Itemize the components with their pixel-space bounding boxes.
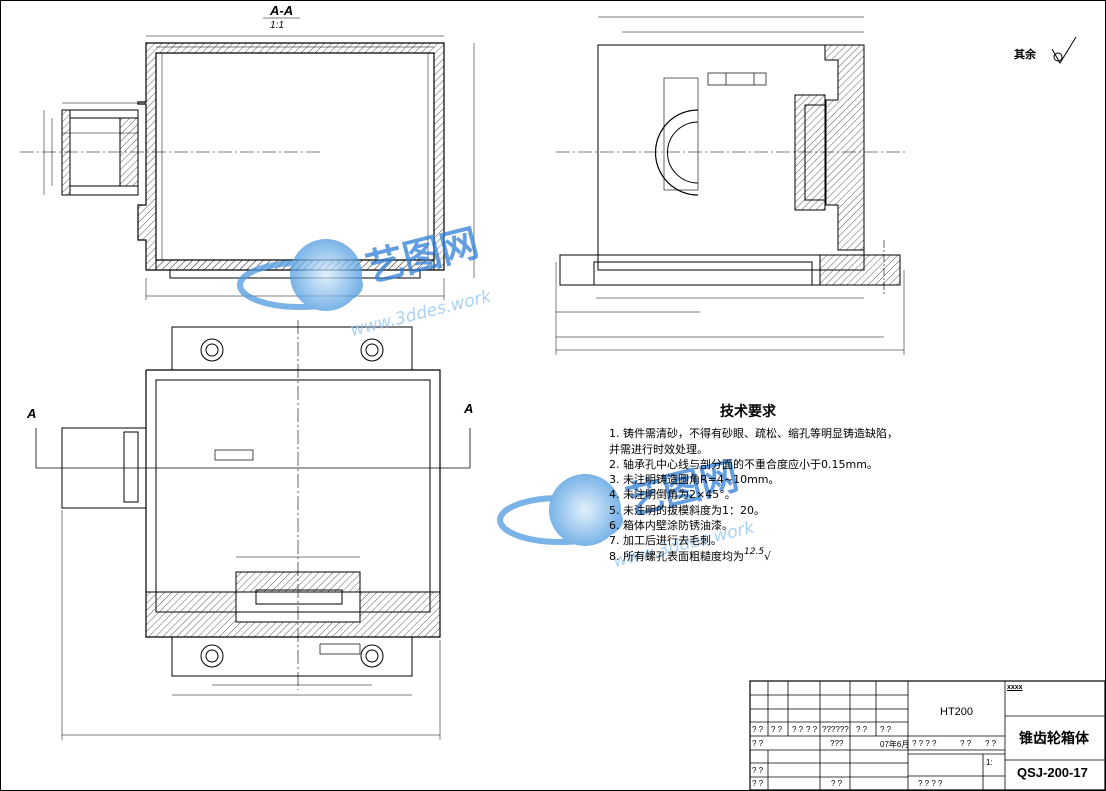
title-block [749, 680, 1106, 791]
tb-cell: ? ? [856, 725, 868, 734]
tech-item-7: 7. 加工后进行去毛刺。 [609, 534, 722, 548]
tb-cell: ?????? [822, 725, 849, 734]
section-scale: 1:1 [270, 20, 284, 31]
box-wall-section [137, 42, 445, 271]
tb-cell: ? ? [831, 779, 843, 788]
plan-view [35, 320, 471, 740]
tb-cell: ? ? ? ? [918, 779, 943, 788]
cut-plane-label-left: A [26, 406, 36, 421]
roughness-value: 12.5 [744, 546, 765, 557]
tb-cell: ? ? [792, 725, 804, 734]
roughness-check-icon [1051, 36, 1077, 64]
tech-item-1b: 并需进行时效处理。 [609, 442, 708, 456]
tech-item-6: 6. 箱体内壁涂防锈油漆。 [609, 519, 733, 533]
title-block-material: HT200 [940, 706, 974, 718]
tb-cell: ? ? [880, 725, 892, 734]
tech-requirements: 技术要求 1. 铸件需清砂，不得有砂眼、疏松、缩孔等明显铸造缺陷， 并需进行时效… [603, 404, 903, 566]
cut-plane-label-right: A [463, 401, 473, 416]
tech-item-2: 2. 轴承孔中心线与剖分面的不重合度应小于0.15mm。 [609, 457, 878, 471]
title-block-scale: 1: [986, 758, 993, 767]
title-block-part-name: 锥齿轮箱体 [1019, 731, 1089, 747]
tech-item-8-text: 8. 所有螺孔表面粗糙度均为 [609, 549, 744, 563]
watermark-url-top: www.3ddes.work [348, 286, 494, 341]
tb-cell: ? ? ? ? [912, 739, 937, 748]
tech-item-3: 3. 未注明铸造圆角R=4~10mm。 [609, 473, 780, 487]
tech-item-8: 8. 所有螺孔表面粗糙度均为12.5√ [609, 546, 903, 566]
tech-requirements-title: 技术要求 [720, 404, 776, 420]
title-block-company: xxxx [1007, 684, 1023, 691]
section-label: A-A [269, 3, 293, 18]
side-view [555, 16, 905, 355]
tb-cell: ? ? [752, 725, 764, 734]
tb-cell: ? ? [752, 779, 764, 788]
tb-cell: ? ? [752, 739, 764, 748]
tech-requirements-list: 1. 铸件需清砂，不得有砂眼、疏松、缩孔等明显铸造缺陷， 并需进行时效处理。 2… [603, 426, 903, 566]
surface-finish-note: 其余 [1014, 48, 1036, 61]
watermark-brand-top: 艺图网 [362, 220, 483, 290]
tech-item-4: 4. 未注明倒角为2×45°。 [609, 488, 736, 502]
tb-cell: 07年6月 [880, 740, 910, 749]
tech-item-5: 5. 未注明的拔模斜度为1：20。 [609, 503, 765, 517]
tb-cell: ? ? [985, 739, 997, 748]
watermark-logo-top: 艺图网 www.3ddes.work [237, 220, 494, 341]
tb-cell: ? ? [752, 766, 764, 775]
title-block-drawing-code: QSJ-200-17 [1017, 765, 1088, 780]
roughness-symbol-icon: √ [764, 549, 772, 563]
tb-cell: ? ? [960, 739, 972, 748]
tech-item-1: 1. 铸件需清砂，不得有砂眼、疏松、缩孔等明显铸造缺陷， [609, 427, 898, 441]
tb-cell: ? ? [771, 725, 783, 734]
tb-cell: ??? [830, 739, 844, 748]
tb-cell: ? ? [806, 725, 818, 734]
